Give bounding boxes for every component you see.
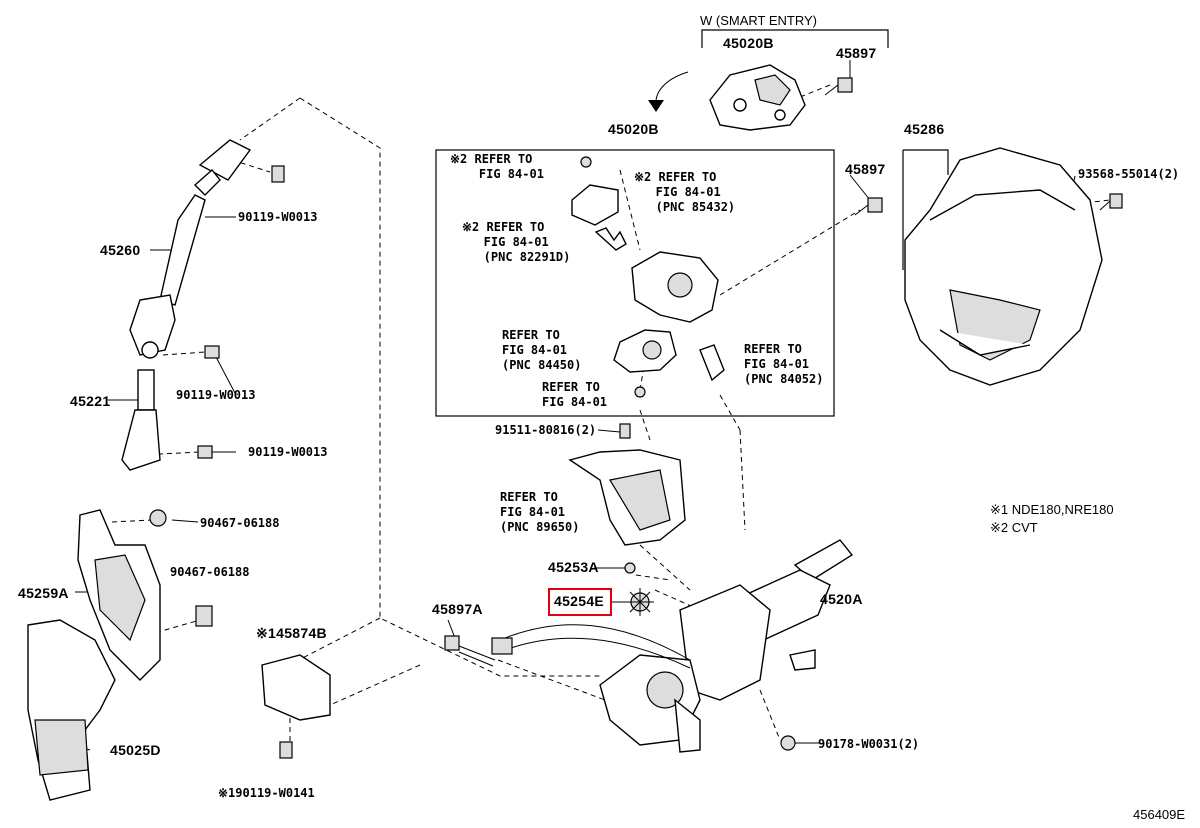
nut-45253A <box>624 562 636 574</box>
refer-note-4: REFER TO FIG 84-01 (PNC 84450) <box>502 328 582 372</box>
refer-note-1: ※2 REFER TO FIG 84-01 <box>450 152 544 181</box>
part-label-45286[interactable]: 45286 <box>904 121 945 137</box>
bolt-90119-a <box>271 165 285 183</box>
screw-45897-top <box>824 77 853 96</box>
star-gear-45254E <box>626 588 654 616</box>
bolt-90119-b <box>204 345 220 359</box>
bolt-45897A <box>444 635 496 667</box>
part-label-4520A[interactable]: 4520A <box>820 591 863 607</box>
part-label-45874B[interactable]: ※145874B <box>256 625 327 641</box>
bolt-91511 <box>619 423 631 439</box>
nut-90178 <box>780 735 796 751</box>
highlight-box-45254E <box>548 588 612 616</box>
column-hole-cover-45259A <box>77 509 161 681</box>
part-label-45253A[interactable]: 45253A <box>548 559 599 575</box>
part-label-45254E[interactable]: 45254E <box>554 593 605 609</box>
screw-45897-right <box>854 197 883 216</box>
ignition-group-box <box>435 149 835 417</box>
part-label-90467-b[interactable]: 90467-06188 <box>170 565 250 579</box>
bracket-89650 <box>568 449 686 546</box>
ignition-switch-housing-smart <box>709 64 806 131</box>
steering-shaft-45221 <box>121 369 161 471</box>
footnote-2: ※2 CVT <box>990 520 1038 535</box>
refer-note-7: REFER TO FIG 84-01 (PNC 89650) <box>500 490 580 534</box>
refer-note-6: REFER TO FIG 84-01 (PNC 84052) <box>744 342 824 386</box>
steering-column-4520A <box>491 539 854 753</box>
smart-entry-bracket <box>701 29 889 48</box>
part-label-90119-W0141[interactable]: ※190119-W0141 <box>218 786 315 800</box>
figure-id: 456409E <box>1133 807 1186 822</box>
part-label-45260[interactable]: 45260 <box>100 242 141 258</box>
part-label-45020B[interactable]: 45020B <box>608 121 659 137</box>
part-label-90119-c[interactable]: 90119-W0013 <box>248 445 328 459</box>
part-label-45897-top[interactable]: 45897 <box>836 45 877 61</box>
part-label-45259A[interactable]: 45259A <box>18 585 69 601</box>
part-label-91511[interactable]: 91511-80816(2) <box>495 423 597 437</box>
part-label-93568[interactable]: 93568-55014(2) <box>1078 167 1180 181</box>
intermediate-shaft-45260 <box>129 139 252 359</box>
refer-note-5: REFER TO FIG 84-01 <box>542 380 608 409</box>
part-label-90119-b[interactable]: 90119-W0013 <box>176 388 256 402</box>
footnote-1: ※1 NDE180,NRE180 <box>990 502 1114 517</box>
cover-45874B <box>261 654 331 721</box>
refer-note-3: ※2 REFER TO FIG 84-01 (PNC 82291D) <box>462 220 571 264</box>
part-label-45025D[interactable]: 45025D <box>110 742 161 758</box>
bolt-90119-c <box>197 445 213 459</box>
steering-column-boot-45025D <box>27 619 116 801</box>
part-label-90178[interactable]: 90178-W0031(2) <box>818 737 920 751</box>
part-label-45897A[interactable]: 45897A <box>432 601 483 617</box>
part-label-45897-right[interactable]: 45897 <box>845 161 886 177</box>
smart-entry-variant-label: W (SMART ENTRY) <box>700 13 818 28</box>
screw-93568 <box>1099 193 1123 211</box>
column-cover-45286 <box>904 147 1103 386</box>
refer-note-2: ※2 REFER TO FIG 84-01 (PNC 85432) <box>634 170 736 214</box>
clip-90467-a <box>149 509 167 527</box>
part-label-90119-a[interactable]: 90119-W0013 <box>238 210 318 224</box>
part-label-90467-a[interactable]: 90467-06188 <box>200 516 280 530</box>
clip-90467-b <box>195 605 213 627</box>
part-label-45221[interactable]: 45221 <box>70 393 111 409</box>
part-label-45020B-top[interactable]: 45020B <box>723 35 774 51</box>
cover-bracket <box>902 149 949 270</box>
key-cylinder-parts <box>571 156 725 398</box>
bolt-90119-W0141 <box>279 741 293 759</box>
